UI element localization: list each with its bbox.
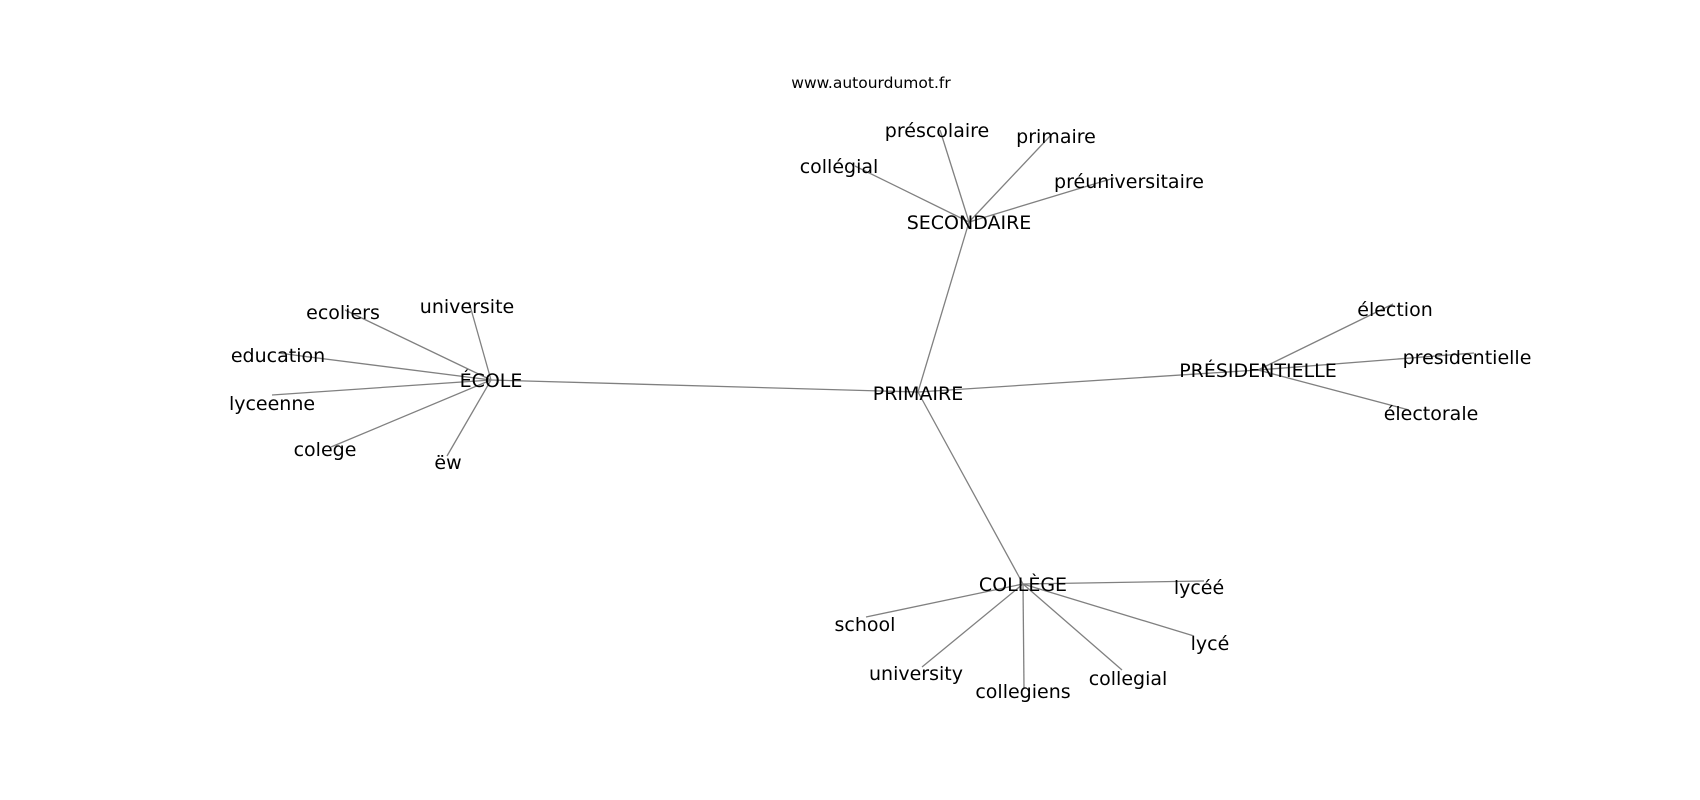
hub-node-college[interactable]: COLLÈGE	[979, 573, 1067, 596]
edge-primaire-presidentielle	[917, 369, 1259, 393]
edge-primaire-ecole	[490, 379, 919, 393]
edge-ecole-word-0	[344, 309, 492, 381]
edge-secondaire-word-1	[968, 133, 1053, 223]
word-node-ecole-2[interactable]: education	[231, 345, 325, 367]
edge-secondaire-word-3	[968, 177, 1115, 223]
word-node-secondaire-3[interactable]: préuniversitaire	[1054, 171, 1204, 193]
edge-ecole-word-1	[468, 301, 492, 381]
edge-college-word-1	[865, 583, 1024, 618]
word-node-presidentielle-1[interactable]: presidentielle	[1403, 347, 1532, 369]
word-node-college-2[interactable]: lycé	[1191, 633, 1230, 655]
word-node-ecole-5[interactable]: ëw	[434, 452, 461, 474]
edge-presidentielle-word-0	[1257, 303, 1394, 371]
edge-primaire-college	[917, 391, 1024, 585]
word-node-college-4[interactable]: collegiens	[975, 681, 1070, 703]
word-node-college-5[interactable]: collegial	[1089, 668, 1168, 690]
edge-college-word-2	[1022, 583, 1195, 637]
word-node-ecole-0[interactable]: ecoliers	[306, 302, 380, 324]
hub-node-secondaire[interactable]: SECONDAIRE	[907, 212, 1032, 234]
edge-presidentielle-word-1	[1257, 352, 1475, 371]
edge-college-word-4	[1022, 583, 1025, 689]
edge-ecole-word-5	[446, 379, 492, 457]
word-node-secondaire-2[interactable]: collégial	[800, 156, 879, 178]
edge-presidentielle-word-2	[1257, 369, 1410, 411]
edge-secondaire-word-0	[939, 129, 970, 223]
word-node-presidentielle-2[interactable]: électorale	[1384, 403, 1479, 425]
edge-ecole-word-2	[277, 352, 492, 381]
edge-secondaire-word-2	[854, 165, 970, 223]
word-node-college-0[interactable]: lycéé	[1174, 577, 1224, 599]
word-node-ecole-3[interactable]: lyceenne	[229, 393, 315, 415]
hub-node-presidentielle[interactable]: PRÉSIDENTIELLE	[1179, 359, 1337, 382]
edge-ecole-word-4	[330, 379, 492, 448]
word-node-ecole-1[interactable]: universite	[420, 296, 514, 318]
graph-labels: www.autourdumot.fr PRIMAIRE SECONDAIRE pr…	[229, 74, 1531, 703]
word-node-secondaire-1[interactable]: primaire	[1016, 126, 1096, 148]
hub-node-ecole[interactable]: ÉCOLE	[460, 369, 523, 392]
word-node-ecole-4[interactable]: colege	[294, 439, 357, 461]
center-node-primaire[interactable]: PRIMAIRE	[873, 383, 963, 405]
edge-college-word-0	[1022, 580, 1205, 585]
word-node-college-1[interactable]: school	[835, 614, 896, 636]
edge-ecole-word-3	[271, 379, 492, 396]
watermark-text: www.autourdumot.fr	[791, 74, 951, 92]
word-node-secondaire-0[interactable]: préscolaire	[885, 120, 989, 142]
word-node-college-3[interactable]: university	[869, 663, 963, 685]
edge-college-word-3	[921, 583, 1024, 668]
graph-edges	[271, 129, 1475, 689]
edge-primaire-secondaire	[917, 221, 970, 393]
word-node-presidentielle-0[interactable]: élection	[1357, 299, 1433, 321]
edge-college-word-5	[1022, 583, 1123, 671]
